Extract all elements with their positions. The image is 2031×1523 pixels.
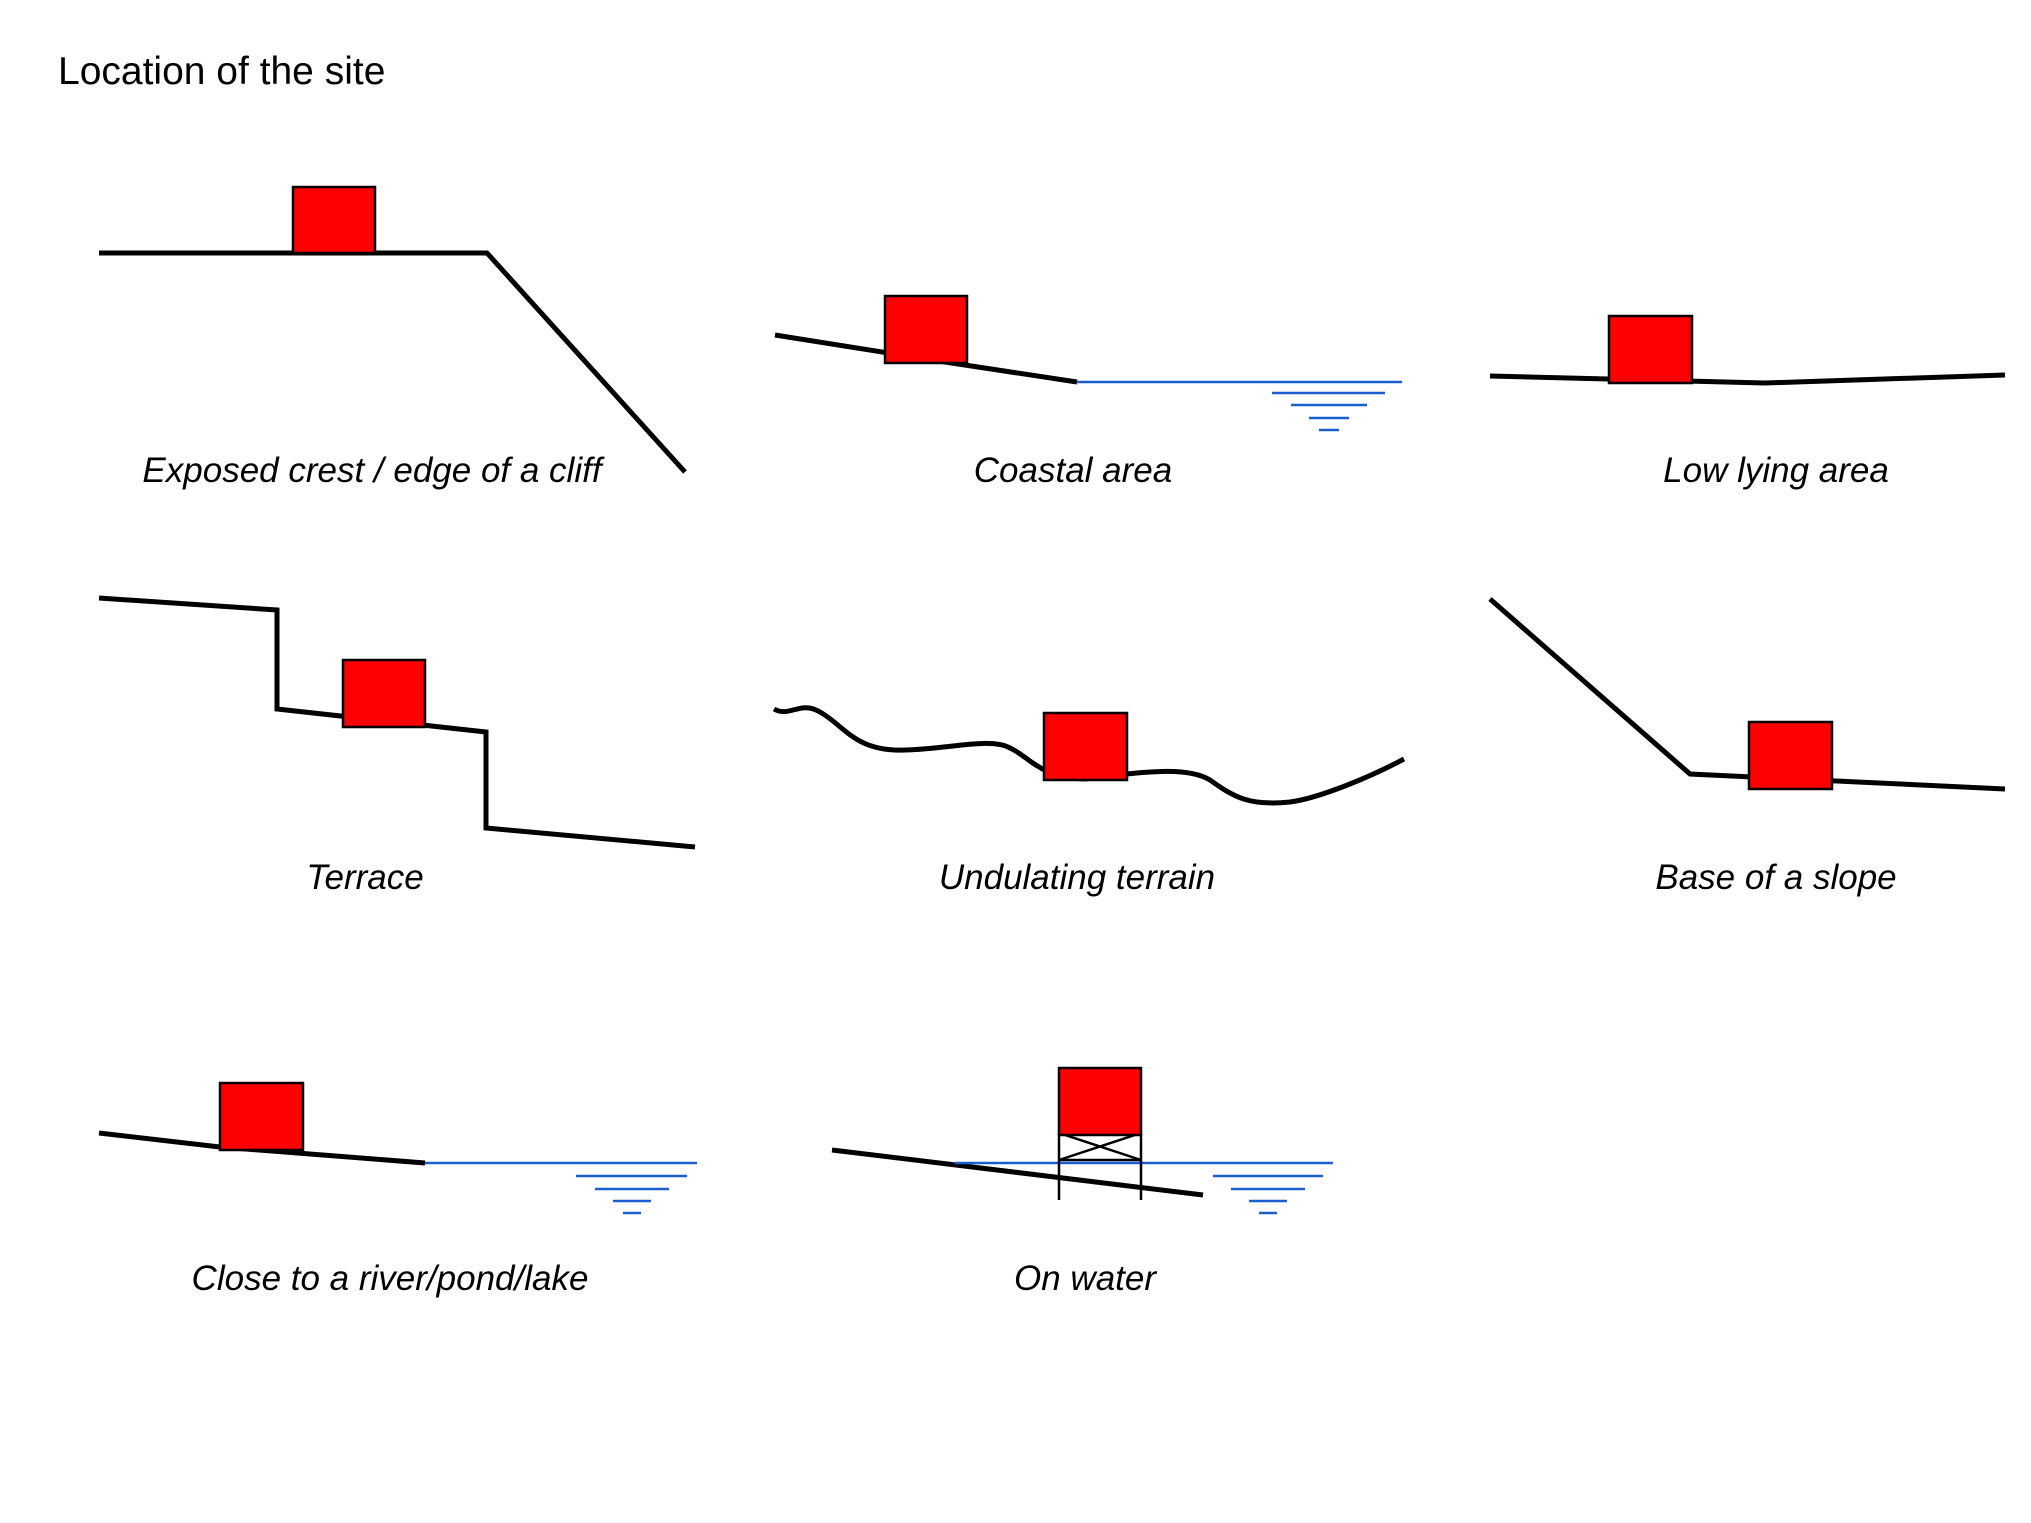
panel-caption: Exposed crest / edge of a cliff <box>142 451 604 490</box>
panel-terrace: Terrace <box>98 595 696 897</box>
panel-caption: On water <box>1014 1259 1157 1298</box>
page-title: Location of the site <box>58 50 386 93</box>
panel-caption: Low lying area <box>1663 451 1889 490</box>
building-icon <box>341 658 427 729</box>
panel-on-water: On water <box>831 1066 1333 1298</box>
panel-river: Close to a river/pond/lake <box>98 1081 697 1298</box>
panel-undulating: Undulating terrain <box>772 705 1406 897</box>
stilts-icon <box>1057 1131 1143 1200</box>
panel-caption: Undulating terrain <box>939 858 1215 897</box>
panel-cliff: Exposed crest / edge of a cliff <box>99 185 687 490</box>
low-lying-ground-line <box>1489 372 2006 386</box>
panel-caption: Terrace <box>306 858 423 897</box>
water-symbol-icon <box>1213 1174 1323 1215</box>
water-symbol-icon <box>1272 391 1385 432</box>
building-icon <box>218 1081 305 1152</box>
panel-low-lying: Low lying area <box>1489 314 2006 490</box>
building-icon <box>1747 720 1834 791</box>
panel-caption: Coastal area <box>974 451 1172 490</box>
panel-coastal: Coastal area <box>774 294 1402 490</box>
building-icon <box>1607 314 1694 385</box>
water-symbol-icon <box>576 1174 687 1215</box>
panel-caption: Close to a river/pond/lake <box>192 1259 589 1298</box>
building-icon <box>1057 1066 1143 1137</box>
cliff-ground-line <box>99 250 687 474</box>
lakebed-ground-line <box>831 1147 1204 1198</box>
panel-slope-base: Base of a slope <box>1488 597 2006 897</box>
building-icon <box>883 294 969 365</box>
slope-ground-line <box>1488 597 2006 792</box>
building-icon <box>291 185 377 255</box>
building-icon <box>1042 711 1129 782</box>
panel-caption: Base of a slope <box>1655 858 1896 897</box>
